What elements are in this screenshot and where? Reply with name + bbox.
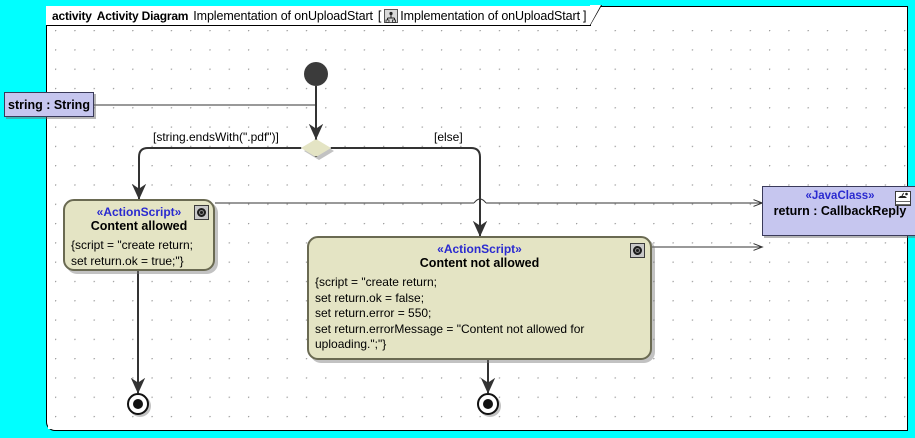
frame-ref-close: ] (582, 8, 587, 23)
action-body-line: set return.error = 550; (315, 306, 432, 320)
frame-name: Implementation of onUploadStart (193, 8, 373, 23)
action-stereotype: «ActionScript» (96, 205, 182, 219)
frame-type-label: Activity Diagram (96, 8, 189, 23)
decision-node[interactable] (301, 139, 334, 160)
action-node-content-allowed[interactable]: «ActionScript» Content allowed {script =… (63, 199, 215, 271)
object-node-name: return : CallbackReply (773, 204, 907, 218)
action-name: Content not allowed (419, 256, 540, 270)
action-node-header: «ActionScript» Content allowed (65, 201, 213, 233)
frame-ref-name: Implementation of onUploadStart (400, 8, 580, 23)
action-node-header: «ActionScript» Content not allowed (309, 238, 650, 270)
guard-label-pdf: [string.endsWith(".pdf")] (153, 130, 279, 144)
frame-keyword: activity (52, 8, 92, 23)
actionscript-icon (630, 243, 645, 258)
object-node-string[interactable]: string : String (4, 92, 94, 117)
object-node-return-callbackreply[interactable]: «JavaClass» return : CallbackReply (762, 186, 915, 236)
action-body-line: uploading.";"} (315, 337, 387, 351)
javaclass-icon (895, 191, 911, 206)
guard-label-else: [else] (434, 130, 463, 144)
action-body: {script = "create return; set return.ok … (309, 270, 650, 358)
action-body-line: {script = "create return; (315, 275, 437, 289)
action-body: {script = "create return; set return.ok … (65, 233, 213, 274)
activity-frame-icon (384, 8, 399, 23)
initial-node[interactable] (304, 62, 328, 86)
activity-final-node-2[interactable] (477, 393, 499, 415)
object-node-string-label: string : String (8, 97, 90, 112)
actionscript-icon (194, 205, 209, 220)
action-body-line: set return.ok = false; (315, 290, 425, 305)
object-node-stereotype: «JavaClass» (805, 190, 875, 202)
action-stereotype: «ActionScript» (437, 242, 522, 256)
frame-title-tab: activity Activity Diagram Implementation… (46, 5, 603, 26)
action-body-line: {script = "create return; (71, 238, 193, 252)
action-name: Content allowed (90, 219, 188, 233)
action-body-line: set return.ok = true;"} (71, 253, 184, 268)
frame-ref-open: [ (377, 8, 382, 23)
activity-final-node-1[interactable] (127, 393, 149, 415)
action-node-content-not-allowed[interactable]: «ActionScript» Content not allowed {scri… (307, 236, 652, 360)
action-body-line: set return.errorMessage = "Content not a… (315, 321, 585, 336)
